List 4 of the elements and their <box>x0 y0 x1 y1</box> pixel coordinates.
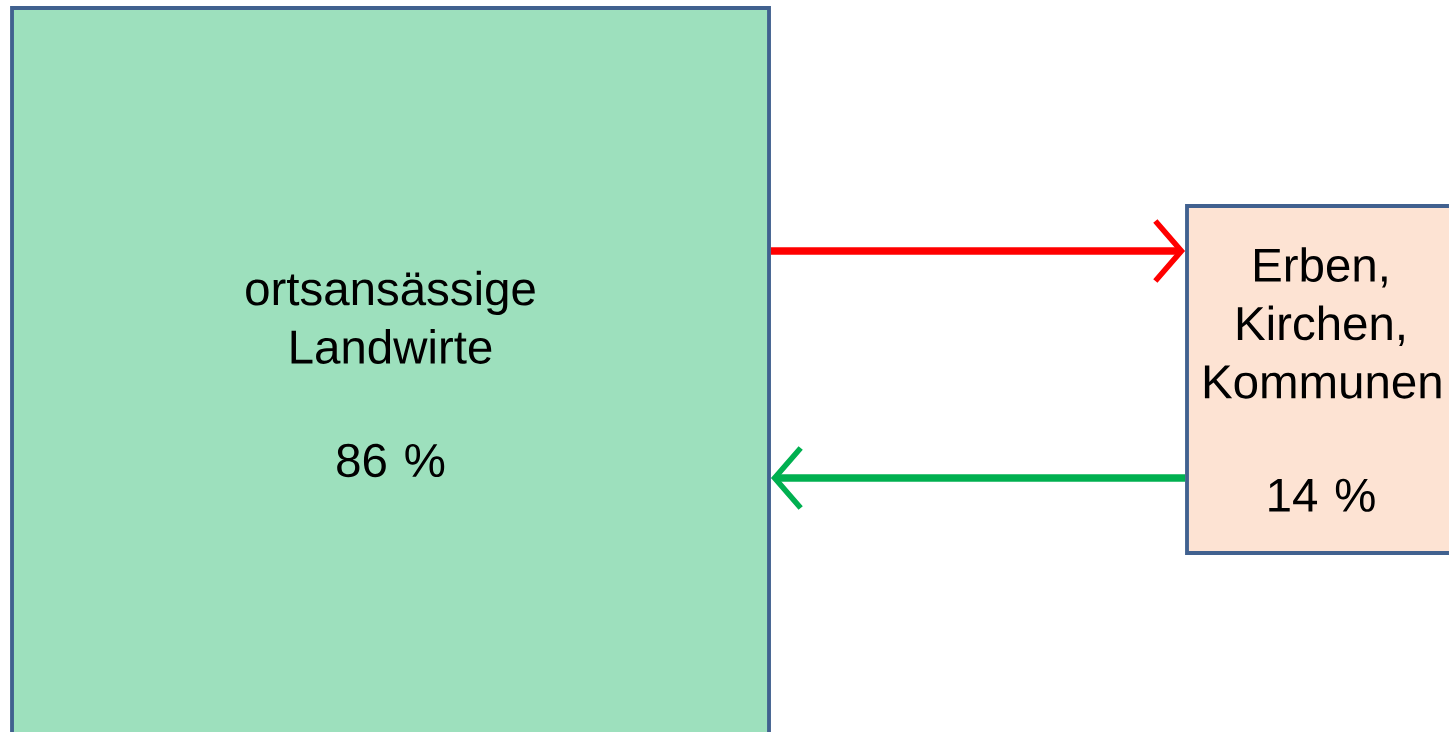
arrow <box>770 446 1186 510</box>
box: ortsansässige Landwirte 86 % <box>10 6 771 732</box>
box: Erben, Kirchen, Kommunen 14 % <box>1185 204 1449 555</box>
arrow <box>770 219 1186 283</box>
